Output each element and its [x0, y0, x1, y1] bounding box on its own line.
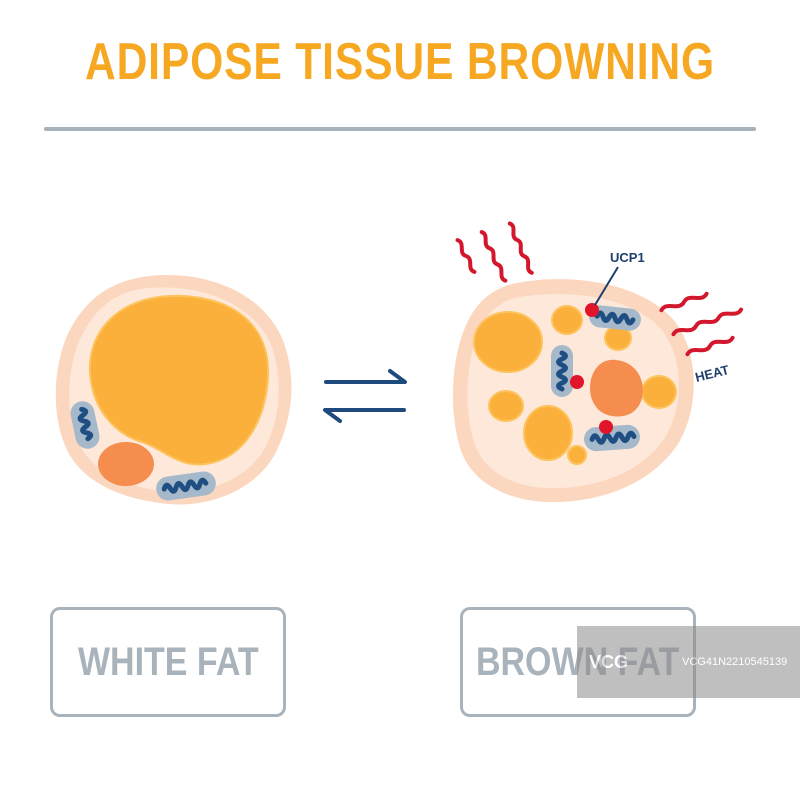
white-fat-cell	[55, 275, 292, 505]
brown-mitochondrion	[589, 305, 641, 331]
brown-lipid-droplet	[567, 445, 587, 465]
brown-lipid-droplet	[551, 305, 583, 335]
watermark-code: VCG41N2210545139	[682, 656, 788, 668]
heat-wave-icon	[659, 291, 744, 357]
brown-fat-cell	[452, 279, 694, 503]
vcg-logo-icon: VCG	[589, 651, 629, 672]
heat-label: HEAT	[694, 362, 731, 385]
ucp1-pointer-line	[594, 266, 619, 306]
white-cell-nucleus	[98, 442, 154, 486]
ucp1-protein-icon	[585, 303, 599, 317]
bidirectional-arrows-icon	[323, 369, 407, 423]
brown-lipid-droplet	[523, 405, 573, 461]
ucp1-protein-icon	[570, 375, 584, 389]
white-mitochondrion-bottom	[156, 471, 216, 501]
white-fat-label-box: WHITE FAT	[50, 607, 286, 717]
heat-wave-icon	[455, 221, 534, 283]
brown-lipid-droplet	[641, 375, 677, 409]
diagram-title: ADIPOSE TISSUE BROWNING	[84, 33, 716, 91]
white-cell-lipid-droplet	[88, 294, 270, 466]
white-fat-label: WHITE FAT	[77, 639, 259, 684]
watermark-banner: VCG VCG41N2210545139	[577, 626, 800, 698]
brown-lipid-droplet	[488, 390, 524, 422]
title-divider	[44, 127, 756, 131]
white-mitochondrion-left	[70, 401, 100, 449]
ucp1-label: UCP1	[610, 250, 645, 265]
brown-mitochondrion	[584, 424, 640, 452]
brown-cell-nucleus	[590, 359, 643, 417]
brown-lipid-droplet	[473, 311, 543, 373]
ucp1-protein-icon	[599, 420, 613, 434]
brown-mitochondrion	[551, 345, 573, 397]
